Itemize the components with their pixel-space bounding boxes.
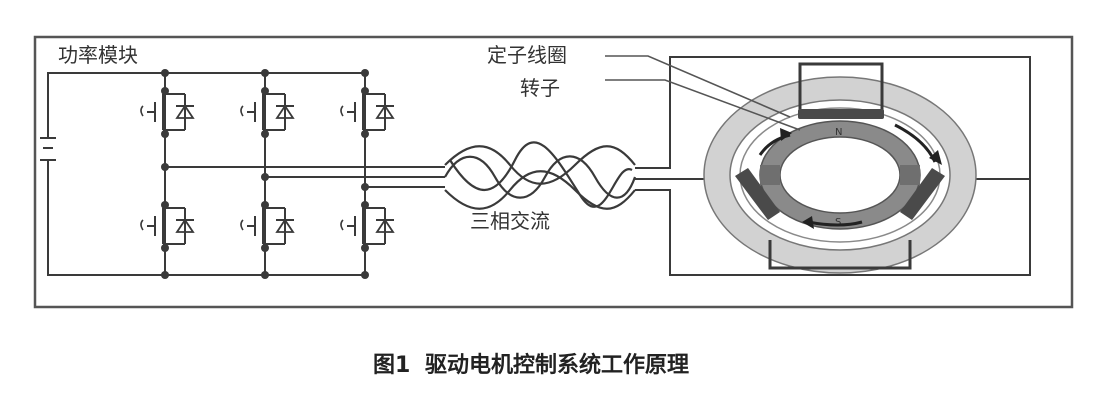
three-phase-ac-label: 三相交流: [470, 209, 550, 233]
junction-dots: [161, 69, 369, 279]
stator-coil-label: 定子线圈: [487, 43, 567, 67]
rotor-pole-n: N: [835, 127, 842, 138]
rotor-pole-s: S: [835, 217, 841, 228]
outer-frame: [33, 35, 1074, 309]
igbt-switches: [140, 93, 395, 245]
three-phase-cable: [444, 141, 637, 210]
stator-pole-pieces: [735, 109, 945, 220]
phase-outputs: [165, 166, 445, 188]
callout-leaders: [605, 55, 801, 131]
dc-bus: [40, 72, 365, 276]
power-module-label: 功率模块: [58, 43, 138, 67]
figure-caption-text: 驱动电机控制系统工作原理: [425, 352, 689, 378]
stator-coils: [768, 62, 912, 270]
motor: N S: [703, 62, 977, 274]
figure-caption-number: 图1: [373, 353, 410, 378]
rotor-label: 转子: [520, 76, 560, 100]
